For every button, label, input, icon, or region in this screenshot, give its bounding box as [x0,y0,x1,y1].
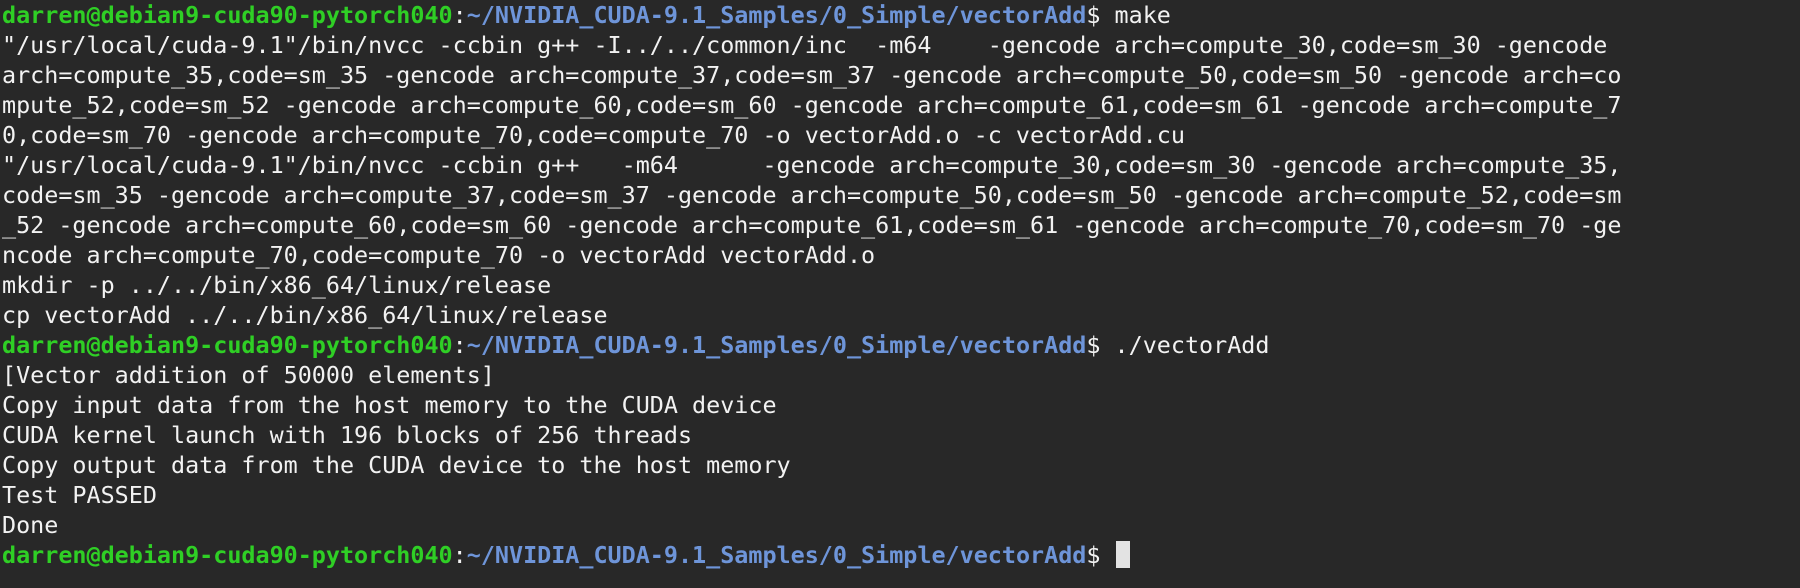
prompt-user-host: darren@debian9-cuda90-pytorch040 [2,331,453,359]
prompt-symbol: $ [1086,331,1115,359]
text-cursor[interactable] [1115,541,1130,568]
output-line: Test PASSED [2,481,157,509]
prompt-separator: : [452,1,467,29]
prompt-symbol: $ [1086,541,1115,569]
command-make: make [1114,1,1171,29]
output-line: Copy output data from the CUDA device to… [2,451,791,479]
output-line: [Vector addition of 50000 elements] [2,361,495,389]
output-line: CUDA kernel launch with 196 blocks of 25… [2,421,693,449]
output-line: ncode arch=compute_70,code=compute_70 -o… [2,241,876,269]
output-line: Copy input data from the host memory to … [2,391,777,419]
prompt-line-make: darren@debian9-cuda90-pytorch040:~/NVIDI… [2,0,1800,30]
prompt-line-run: darren@debian9-cuda90-pytorch040:~/NVIDI… [2,330,1800,360]
prompt-path: ~/NVIDIA_CUDA-9.1_Samples/0_Simple/vecto… [466,331,1087,359]
output-line: Done [2,511,59,539]
command-run: ./vectorAdd [1114,331,1270,359]
output-line: "/usr/local/cuda-9.1"/bin/nvcc -ccbin g+… [2,31,1608,59]
prompt-path: ~/NVIDIA_CUDA-9.1_Samples/0_Simple/vecto… [466,1,1087,29]
output-line: mpute_52,code=sm_52 -gencode arch=comput… [2,91,1622,119]
output-line: mkdir -p ../../bin/x86_64/linux/release [2,271,552,299]
output-line: code=sm_35 -gencode arch=compute_37,code… [2,181,1622,209]
output-line: arch=compute_35,code=sm_35 -gencode arch… [2,61,1622,89]
output-line: 0,code=sm_70 -gencode arch=compute_70,co… [2,121,1185,149]
prompt-user-host: darren@debian9-cuda90-pytorch040 [2,1,453,29]
prompt-line-active[interactable]: darren@debian9-cuda90-pytorch040:~/NVIDI… [2,540,1800,570]
prompt-separator: : [452,331,467,359]
prompt-user-host: darren@debian9-cuda90-pytorch040 [2,541,453,569]
output-line: _52 -gencode arch=compute_60,code=sm_60 … [2,211,1622,239]
output-line: "/usr/local/cuda-9.1"/bin/nvcc -ccbin g+… [2,151,1622,179]
output-line: cp vectorAdd ../../bin/x86_64/linux/rele… [2,301,608,329]
prompt-separator: : [452,541,467,569]
prompt-path: ~/NVIDIA_CUDA-9.1_Samples/0_Simple/vecto… [466,541,1087,569]
prompt-symbol: $ [1086,1,1115,29]
